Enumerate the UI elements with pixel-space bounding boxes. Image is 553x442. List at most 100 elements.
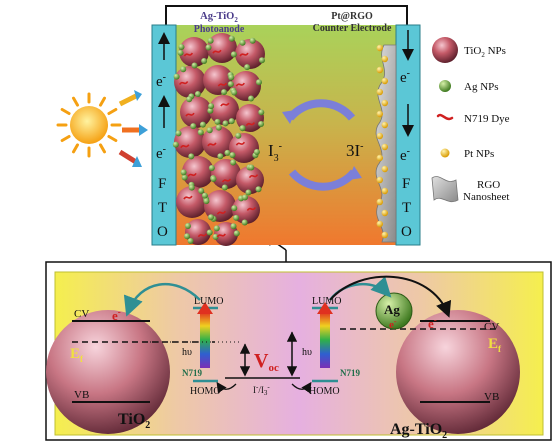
tio2-nanoparticle (182, 156, 214, 188)
n719-dye (183, 195, 193, 200)
redox-arrow-top (286, 99, 356, 121)
n719-dye (217, 82, 228, 87)
homo-label-right: HOMO (309, 386, 340, 397)
dye-squiggle-icon (436, 113, 454, 121)
n719-dye (183, 52, 194, 57)
pt-nanoparticle (376, 220, 384, 228)
pt-nanoparticle (381, 187, 389, 195)
ag-nanoparticle (224, 149, 231, 156)
pt-nanoparticle (376, 198, 384, 206)
ag-nanoparticle (258, 57, 265, 64)
excitation-arrow-right (320, 312, 330, 368)
tio2-nanoparticle-film (172, 33, 265, 246)
ag-nanoparticle (227, 81, 234, 88)
ag-nanoparticle (228, 35, 235, 42)
electron-right: e- (428, 315, 437, 331)
ag-dot-icon (439, 80, 451, 92)
ag-nanoparticle (197, 129, 204, 136)
tio2-large-sphere (46, 310, 170, 434)
pt-nanoparticle (381, 165, 389, 173)
ag-nanoparticle (186, 96, 193, 103)
fto-letter: F (402, 176, 410, 192)
n719-dye (245, 122, 256, 127)
ag-nanoparticle (210, 176, 217, 183)
ag-nanoparticle (255, 186, 262, 193)
ag-nanoparticle (180, 66, 187, 73)
pt-nanoparticle (376, 176, 384, 184)
ag-nanoparticle (249, 37, 256, 44)
ag-nanoparticle (245, 189, 252, 196)
n719-dye (220, 102, 230, 107)
tio2-sphere-icon (432, 37, 458, 63)
ag-nanoparticle (181, 174, 188, 181)
electron-label: e- (156, 144, 166, 162)
n719-dye (185, 112, 195, 117)
tio2-nanoparticle (174, 66, 206, 98)
ag-nanoparticle (255, 79, 262, 86)
pt-nanoparticle (381, 77, 389, 85)
ag-nanoparticle (207, 107, 214, 114)
ag-nanoparticle (201, 57, 208, 64)
n719-dye (235, 82, 245, 87)
n719-dye (207, 142, 217, 147)
lumo-label-right: LUMO (312, 296, 341, 307)
photoanode-title: Ag-TiO2 (200, 11, 238, 24)
n719-dye (187, 172, 197, 177)
ag-nanoparticle (198, 187, 205, 194)
tio2-nanoparticle (211, 159, 241, 189)
ag-nanoparticle (230, 159, 237, 166)
ag-nanoparticle (203, 198, 210, 205)
redox-label: I-/I3- (253, 383, 270, 397)
agtio2-label: Ag-TiO2 (390, 421, 447, 441)
pt-nanoparticle (376, 154, 384, 162)
ag-nanoparticle (178, 43, 185, 50)
injection-arrow-right-2 (329, 275, 452, 318)
n719-dye (216, 233, 226, 238)
ag-nanoparticle (205, 44, 212, 51)
ag-nanoparticle (208, 164, 215, 171)
pt-nanoparticle (381, 209, 389, 217)
ag-nanoparticle (214, 118, 221, 125)
tio2-nanoparticle (176, 186, 208, 218)
lumo-label-left: LUMO (194, 296, 223, 307)
ag-nanoparticle (184, 222, 191, 229)
iodide-label: 3I- (346, 141, 364, 160)
fto-letter: O (157, 224, 168, 240)
tio2-nanoparticle (202, 126, 234, 158)
redox-arrow-bottom (288, 169, 358, 191)
light-rays (118, 90, 148, 167)
ag-nanoparticle (229, 152, 236, 159)
n719-dye (239, 52, 249, 57)
fto-left-labels: e- e- F T O (156, 72, 168, 240)
external-wire (165, 5, 408, 25)
ag-nanoparticle (228, 74, 235, 81)
ag-nanoparticle (235, 132, 242, 139)
ag-nanoparticle (241, 194, 248, 201)
cv-label-right: CV (484, 321, 499, 333)
ag-nanoparticle (177, 49, 184, 56)
ag-nanoparticle (221, 89, 228, 96)
ag-nanoparticle (212, 233, 219, 240)
n719-dye (246, 207, 257, 211)
n719-dye (221, 178, 232, 183)
ag-nanoparticle (258, 109, 265, 116)
ag-nanoparticle (206, 229, 213, 236)
ag-nanoparticle (239, 125, 246, 132)
n719-label-right: N719 (340, 368, 360, 378)
ag-nanoparticle (231, 205, 238, 212)
electron-left: e- (112, 307, 121, 323)
redox-cycle: I3- 3I- (268, 99, 364, 191)
ag-nanoparticle (188, 184, 195, 191)
ag-nanoparticle (233, 214, 240, 221)
ag-nanoparticle (221, 184, 228, 191)
ef-label-right: Ef (488, 336, 502, 354)
ag-nanoparticle (248, 164, 255, 171)
ag-nanoparticle (184, 233, 191, 240)
tio2-nanoparticle (174, 126, 206, 158)
pt-nanoparticles (376, 44, 389, 239)
homo-label-left: HOMO (190, 386, 221, 397)
ag-nanoparticle (180, 169, 187, 176)
n719-dye (212, 49, 222, 54)
ag-nanoparticle (187, 238, 194, 245)
regen-arrow-right (291, 381, 312, 394)
